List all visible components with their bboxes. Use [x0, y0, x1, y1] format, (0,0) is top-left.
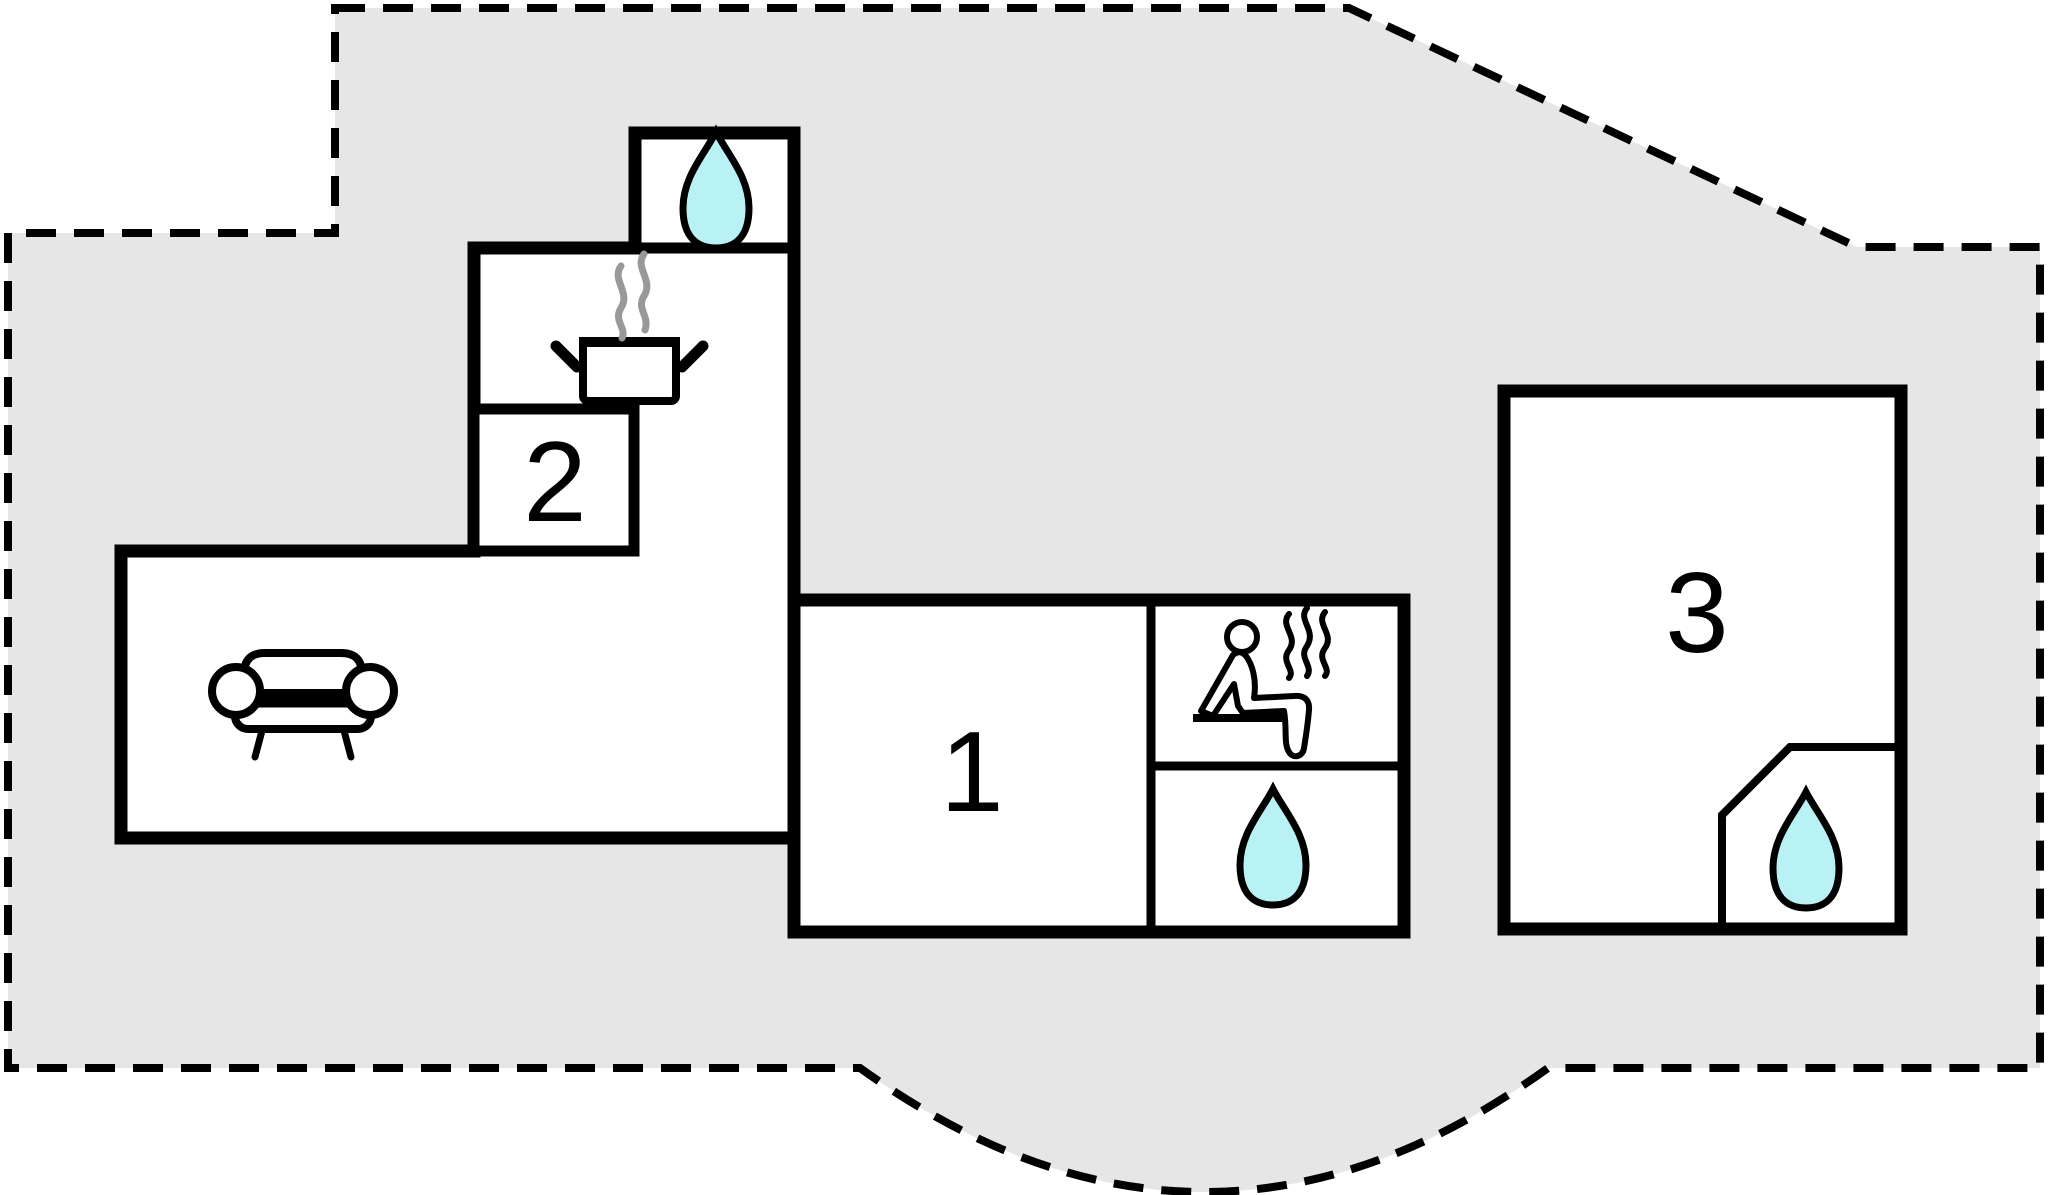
cooking-pot-icon	[550, 337, 709, 405]
room-2-walls	[468, 403, 640, 557]
room-1-block	[787, 593, 1411, 939]
water-drop-icon	[1236, 781, 1310, 909]
room-3-bathroom-wall	[1718, 743, 1901, 929]
sofa-icon	[208, 649, 398, 761]
room-2-label: 2	[523, 419, 586, 546]
room-3-label: 3	[1665, 550, 1728, 677]
water-drop-icon	[679, 124, 753, 252]
sauna-steam-icon	[1283, 605, 1331, 681]
kitchen-steam-icon	[614, 250, 651, 342]
room-1-label: 1	[940, 709, 1003, 836]
sauna-person-icon	[1193, 619, 1313, 760]
water-drop-icon	[1769, 784, 1843, 912]
